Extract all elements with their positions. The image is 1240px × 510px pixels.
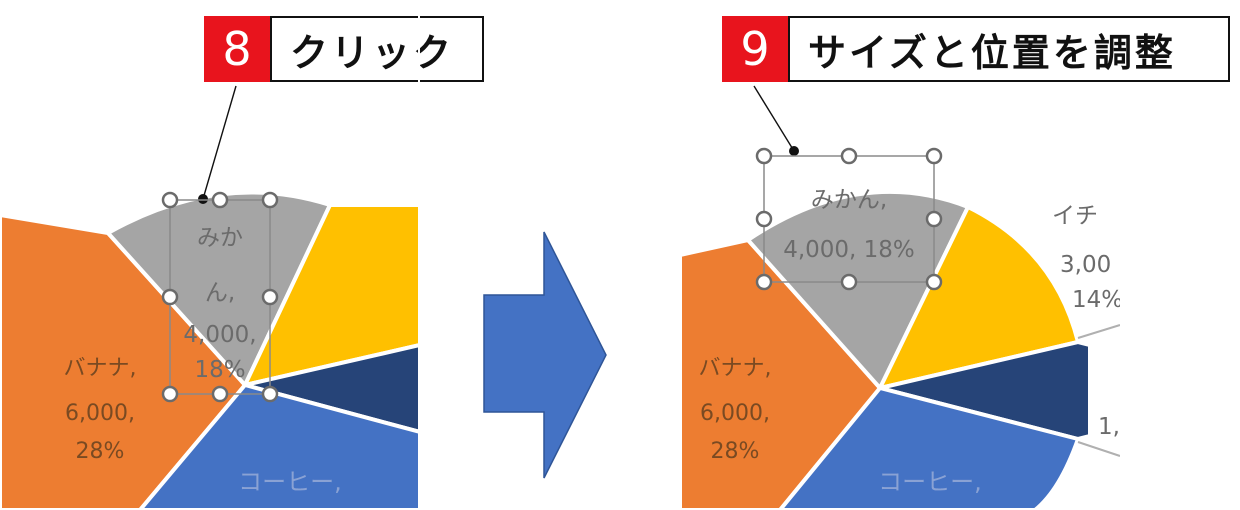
- resize-handle[interactable]: [161, 288, 179, 306]
- resize-handle[interactable]: [925, 147, 943, 165]
- step-number: 8: [204, 16, 270, 82]
- banana-label-line: バナナ,: [699, 356, 772, 381]
- resize-handle[interactable]: [261, 385, 279, 403]
- step-9-callout: 9 サイズと位置を調整: [722, 16, 1230, 82]
- banana-label-line: 28%: [711, 439, 760, 464]
- resize-handle[interactable]: [755, 210, 773, 228]
- right-arrow-icon: [483, 231, 607, 479]
- resize-handle[interactable]: [840, 273, 858, 291]
- ichigo-slice[interactable]: [878, 205, 1080, 390]
- resize-handle[interactable]: [161, 191, 179, 209]
- mikan-label-line: みか: [197, 225, 243, 251]
- banana-label-line: バナナ,: [64, 356, 137, 381]
- mikan-label-line: 4,000, 18%: [783, 237, 915, 263]
- resize-handle[interactable]: [211, 191, 229, 209]
- mikan-label-line: みかん,: [811, 187, 887, 213]
- leader-line: [1077, 441, 1121, 457]
- banana-label-line: 28%: [76, 439, 125, 464]
- banana-label-line: 6,000,: [65, 401, 135, 426]
- resize-handle[interactable]: [755, 273, 773, 291]
- resize-handle[interactable]: [925, 273, 943, 291]
- leader-line: [1077, 324, 1121, 339]
- other-label-line: 1,: [1098, 414, 1120, 440]
- pie-chart-before: みか ん, 4,000, 18% バナナ, 6,000, 28% コーヒー,: [0, 0, 420, 510]
- banana-label-line: 6,000,: [700, 401, 770, 426]
- coffee-slice[interactable]: [138, 383, 420, 510]
- mikan-label-line: 18%: [194, 357, 245, 383]
- resize-handle[interactable]: [925, 210, 943, 228]
- coffee-label-line: コーヒー,: [878, 468, 982, 496]
- step-label: サイズと位置を調整: [788, 16, 1230, 82]
- resize-handle[interactable]: [161, 385, 179, 403]
- callout-leader-line: [202, 85, 237, 200]
- step-label: クリック: [270, 16, 484, 82]
- ichigo-label-line: 3,00: [1060, 252, 1111, 278]
- pie-chart-after: みかん, 4,000, 18% バナナ, 6,000, 28% コーヒー, イチ…: [680, 85, 1240, 510]
- ichigo-label-line: イチ: [1052, 203, 1098, 229]
- mikan-label-line: ん,: [205, 280, 235, 306]
- step-number: 9: [722, 16, 788, 82]
- leader-dot: [198, 194, 208, 204]
- mikan-slice[interactable]: [746, 189, 970, 390]
- step-8-callout: 8 クリック: [204, 16, 484, 82]
- resize-handle[interactable]: [755, 147, 773, 165]
- resize-handle[interactable]: [211, 385, 229, 403]
- leader-dot: [789, 146, 799, 156]
- ichigo-label-line: 14%: [1072, 287, 1123, 313]
- resize-handle[interactable]: [261, 191, 279, 209]
- resize-handle[interactable]: [840, 147, 858, 165]
- resize-handle[interactable]: [261, 288, 279, 306]
- callout-leader-line: [753, 85, 795, 152]
- coffee-label-line: コーヒー,: [238, 468, 342, 496]
- mikan-label-line: 4,000,: [183, 322, 256, 348]
